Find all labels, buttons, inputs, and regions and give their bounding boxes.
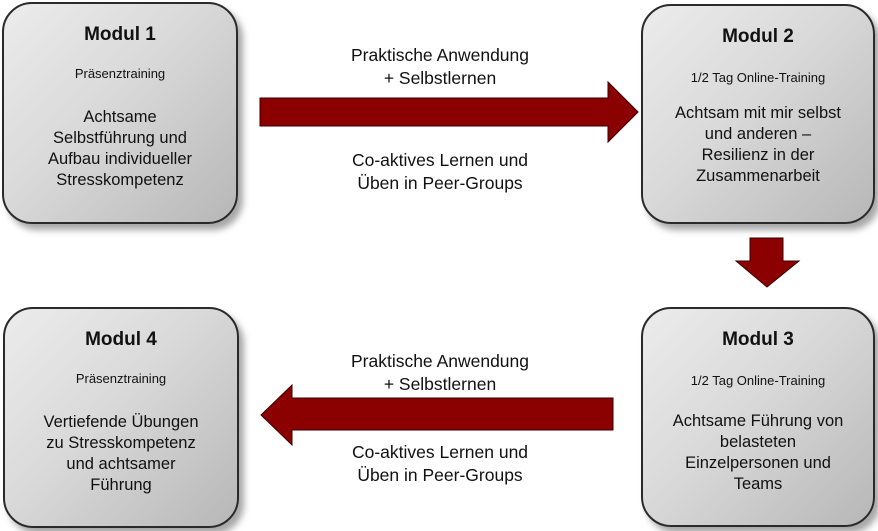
- module-2-description: Achtsam mit mir selbst und anderen – Res…: [675, 104, 841, 185]
- module-1-subtitle: Präsenztraining: [74, 66, 166, 81]
- module-4-title: Modul 4: [85, 329, 157, 350]
- top-arrow-label-above: Praktische Anwendung + Selbstlernen: [350, 45, 530, 88]
- top-arrow-label-below: Co-aktives Lernen und Üben in Peer-Group…: [351, 150, 529, 193]
- module-3-title: Modul 3: [722, 329, 794, 350]
- module-3-box: Modul 3 1/2 Tag Online-Training Achtsame…: [641, 307, 875, 527]
- left-arrow-shape: [260, 383, 614, 447]
- bottom-arrow-label-below: Co-aktives Lernen und Üben in Peer-Group…: [351, 442, 529, 485]
- module-1-title: Modul 1: [84, 24, 156, 45]
- module-2-subtitle: 1/2 Tag Online-Training: [690, 70, 826, 85]
- module-4-box: Modul 4 Präsenztraining Vertiefende Übun…: [3, 307, 239, 528]
- module-2-title: Modul 2: [722, 26, 794, 47]
- module-1-description: Achtsame Selbstführung und Aufbau indivi…: [47, 108, 192, 189]
- bottom-arrow-label-above: Praktische Anwendung + Selbstlernen: [350, 351, 530, 394]
- module-4-subtitle: Präsenztraining: [75, 371, 167, 386]
- left-arrow-icon: [260, 383, 614, 447]
- module-3-description: Achtsame Führung von belasteten Einzelpe…: [672, 412, 844, 493]
- module-2-box: Modul 2 1/2 Tag Online-Training Achtsam …: [641, 4, 875, 224]
- down-arrow-icon: [734, 237, 801, 288]
- module-3-subtitle: 1/2 Tag Online-Training: [690, 373, 826, 388]
- down-arrow-shape: [734, 237, 801, 288]
- module-4-description: Vertiefende Übungen zu Stresskompetenz u…: [43, 413, 199, 494]
- right-arrow-shape: [259, 80, 639, 144]
- module-1-box: Modul 1 Präsenztraining Achtsame Selbstf…: [2, 2, 238, 224]
- right-arrow-icon: [259, 80, 639, 144]
